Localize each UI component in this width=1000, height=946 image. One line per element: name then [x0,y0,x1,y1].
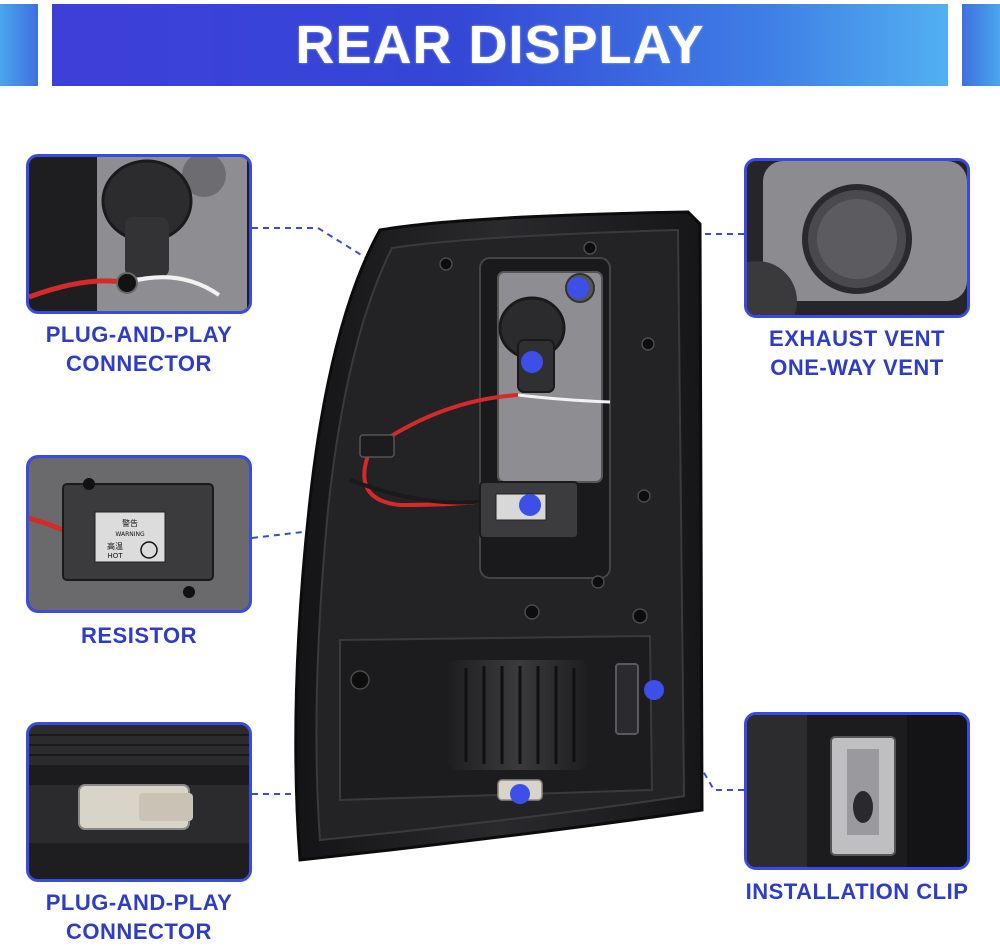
callout-line: PLUG-AND-PLAY [45,322,233,347]
warning-text: WARNING [115,531,145,538]
callout-line: CONNECTOR [66,351,212,376]
callout-line: ONE-WAY VENT [770,355,944,380]
detail-photo-plug-connector-top [26,154,252,314]
hot-cn-text: 高温 [107,541,123,551]
callout-line: RESISTOR [80,623,198,648]
banner-accent-left [0,4,38,86]
tail-light-rear-view [294,210,704,862]
warning-cn-text: 警告 [122,518,138,528]
banner-accent-right [962,4,1000,86]
callout-exhaust-vent: EXHAUST VENT ONE-WAY VENT [740,324,974,382]
detail-photo-resistor: 警告 WARNING 高温 HOT [26,455,252,613]
detail-photo-installation-clip [744,712,970,870]
callout-plug-connector-bottom: PLUG-AND-PLAY CONNECTOR [16,888,262,946]
banner-bar [52,4,948,86]
page-title: REAR DISPLAY [295,15,705,75]
callout-line: INSTALLATION CLIP [745,879,969,904]
hot-hand-icon [140,541,158,559]
callout-line: CONNECTOR [66,919,212,944]
header-banner: REAR DISPLAY [0,0,1000,90]
callout-plug-connector-top: PLUG-AND-PLAY CONNECTOR [16,320,262,378]
callout-line: PLUG-AND-PLAY [45,890,233,915]
hot-text: HOT [107,552,123,560]
callout-resistor: RESISTOR [16,621,262,650]
detail-photo-exhaust-vent [744,158,970,318]
callout-line: EXHAUST VENT [769,326,945,351]
callout-installation-clip: INSTALLATION CLIP [724,877,990,906]
detail-photo-plug-connector-bottom [26,722,252,882]
